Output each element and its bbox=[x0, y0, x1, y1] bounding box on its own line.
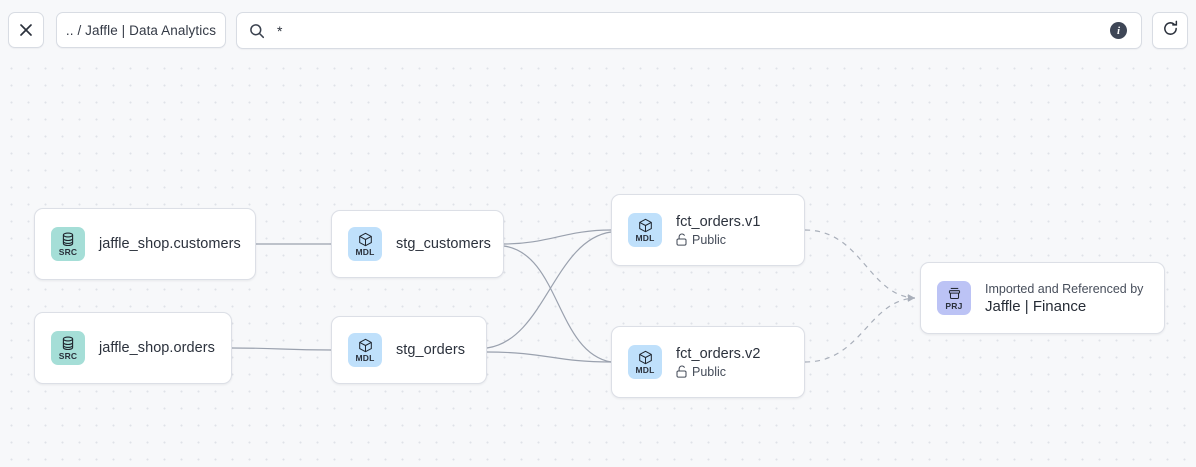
refresh-icon bbox=[1162, 20, 1179, 42]
badge-label: MDL bbox=[635, 232, 655, 243]
badge-mdl: MDL bbox=[628, 345, 662, 379]
badge-mdl: MDL bbox=[628, 213, 662, 247]
close-button[interactable] bbox=[8, 12, 44, 48]
cube-icon bbox=[358, 232, 373, 247]
node-body: Imported and Referenced by Jaffle | Fina… bbox=[985, 282, 1143, 315]
badge-src: SRC bbox=[51, 331, 85, 365]
badge-label: MDL bbox=[355, 352, 375, 363]
graph-node-src-customers[interactable]: SRC jaffle_shop.customers bbox=[34, 208, 256, 280]
graph-node-fct-orders-v1[interactable]: MDL fct_orders.v1 Public bbox=[611, 194, 805, 266]
node-access: Public bbox=[676, 233, 760, 247]
badge-label: SRC bbox=[58, 350, 78, 361]
close-icon bbox=[19, 23, 33, 37]
search-box[interactable]: i bbox=[236, 12, 1142, 49]
badge-mdl: MDL bbox=[348, 227, 382, 261]
access-label: Public bbox=[692, 364, 727, 379]
badge-label: PRJ bbox=[945, 300, 963, 311]
node-body: fct_orders.v2 Public bbox=[676, 346, 760, 379]
badge-label: MDL bbox=[355, 246, 375, 257]
node-body: jaffle_shop.customers bbox=[99, 236, 241, 252]
search-input[interactable] bbox=[265, 13, 1110, 48]
badge-mdl: MDL bbox=[348, 333, 382, 367]
project-icon bbox=[947, 286, 962, 301]
node-title: jaffle_shop.orders bbox=[99, 340, 215, 356]
database-icon bbox=[61, 336, 75, 351]
node-body: jaffle_shop.orders bbox=[99, 340, 215, 356]
node-kicker: Imported and Referenced by bbox=[985, 281, 1144, 296]
badge-label: MDL bbox=[635, 364, 655, 375]
node-title: stg_orders bbox=[396, 342, 466, 358]
node-title: jaffle_shop.customers bbox=[99, 236, 241, 252]
graph-node-src-orders[interactable]: SRC jaffle_shop.orders bbox=[34, 312, 232, 384]
badge-label: SRC bbox=[58, 246, 78, 257]
node-body: stg_orders bbox=[396, 342, 465, 358]
database-icon bbox=[61, 232, 75, 247]
access-label: Public bbox=[692, 232, 727, 247]
refresh-button[interactable] bbox=[1152, 12, 1188, 49]
info-icon[interactable]: i bbox=[1110, 22, 1127, 39]
graph-node-fct-orders-v2[interactable]: MDL fct_orders.v2 Public bbox=[611, 326, 805, 398]
breadcrumb[interactable]: .. / Jaffle | Data Analytics bbox=[56, 12, 226, 48]
node-title: Jaffle | Finance bbox=[985, 297, 1087, 315]
graph-node-stg-customers[interactable]: MDL stg_customers bbox=[331, 210, 504, 278]
cube-icon bbox=[638, 350, 653, 365]
search-icon bbox=[249, 23, 265, 39]
graph-node-project[interactable]: PRJ Imported and Referenced by Jaffle | … bbox=[920, 262, 1165, 334]
node-title: stg_customers bbox=[396, 236, 491, 252]
node-body: fct_orders.v1 Public bbox=[676, 214, 760, 247]
graph-node-stg-orders[interactable]: MDL stg_orders bbox=[331, 316, 487, 384]
node-title: fct_orders.v2 bbox=[676, 345, 761, 362]
cube-icon bbox=[358, 338, 373, 353]
breadcrumb-label: .. / Jaffle | Data Analytics bbox=[65, 22, 217, 38]
cube-icon bbox=[638, 218, 653, 233]
unlock-icon bbox=[676, 233, 687, 246]
badge-src: SRC bbox=[51, 227, 85, 261]
node-access: Public bbox=[676, 365, 760, 379]
unlock-icon bbox=[676, 365, 687, 378]
node-title: fct_orders.v1 bbox=[676, 213, 761, 230]
toolbar: .. / Jaffle | Data Analytics i bbox=[0, 0, 1196, 58]
badge-prj: PRJ bbox=[937, 281, 971, 315]
node-body: stg_customers bbox=[396, 236, 491, 252]
